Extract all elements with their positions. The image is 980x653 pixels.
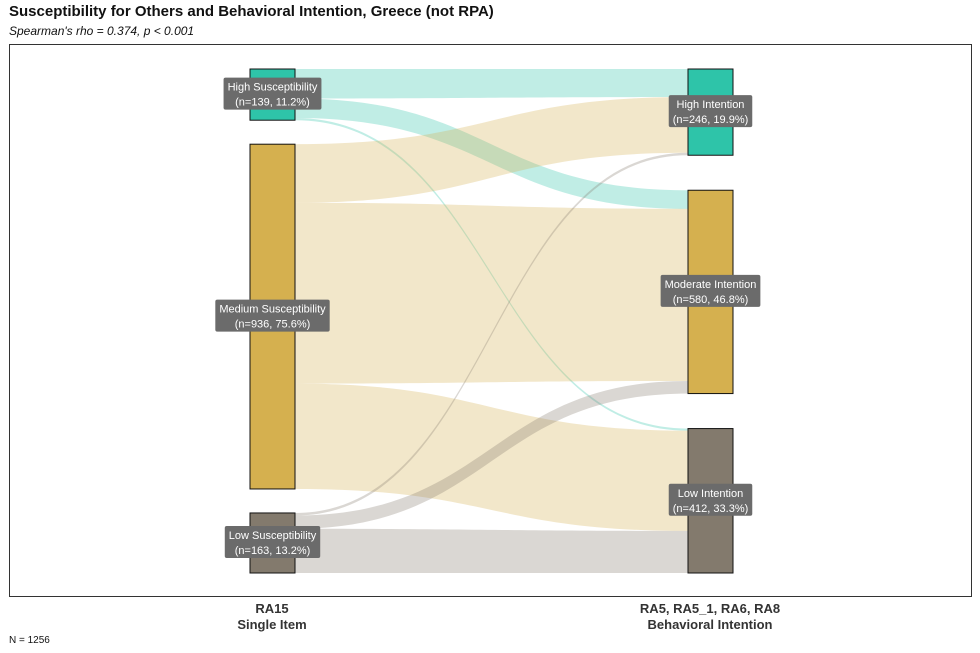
node-label-name: Medium Susceptibility (219, 304, 326, 316)
node-label-count: (n=163, 13.2%) (235, 545, 311, 557)
node-label-bg (668, 95, 753, 128)
flow-group (295, 69, 688, 573)
node-label-name: Low Intention (678, 488, 743, 500)
node-label-li: Low Intention (n=412, 33.3%) (668, 483, 753, 516)
flow-hs-to-hi (295, 69, 688, 99)
left-axis-line1: RA15 (255, 601, 289, 616)
node-label-count: (n=936, 75.6%) (235, 319, 311, 331)
right-axis-line1: RA5, RA5_1, RA6, RA8 (639, 601, 781, 616)
node-label-hi: High Intention (n=246, 19.9%) (668, 95, 753, 128)
left-axis-label: RA15 Single Item (122, 601, 422, 633)
flow-hs-to-li (295, 117, 688, 431)
node-label-mi: Moderate Intention (n=580, 46.8%) (660, 274, 761, 307)
node-label-bg (224, 525, 321, 558)
node-label-name: High Susceptibility (228, 82, 318, 94)
node-label-ms: Medium Susceptibility (n=936, 75.6%) (215, 299, 330, 332)
node-label-bg (660, 274, 761, 307)
node-label-bg (223, 77, 322, 110)
node-label-count: (n=580, 46.8%) (673, 294, 749, 306)
node-label-bg (215, 299, 330, 332)
left-axis-line2: Single Item (237, 617, 307, 632)
node-label-count: (n=412, 33.3%) (673, 503, 749, 515)
flow-ls-to-li (295, 528, 688, 573)
node-label-name: High Intention (677, 99, 745, 111)
node-label-bg (668, 483, 753, 516)
chart-subtitle: Spearman's rho = 0.374, p < 0.001 (9, 24, 195, 38)
sample-size-caption: N = 1256 (9, 635, 50, 646)
flow-ls-to-hi (295, 152, 688, 516)
flow-hs-to-mi (295, 98, 688, 209)
node-label-hs: High Susceptibility (n=139, 11.2%) (223, 77, 322, 110)
flow-ls-to-mi (295, 380, 688, 529)
right-axis-label: RA5, RA5_1, RA6, RA8 Behavioral Intentio… (560, 601, 860, 633)
node-label-ls: Low Susceptibility (n=163, 13.2%) (224, 525, 321, 558)
node-label-count: (n=246, 19.9%) (673, 114, 749, 126)
chart-title: Susceptibility for Others and Behavioral… (9, 3, 494, 20)
flow-ms-to-mi (295, 202, 688, 384)
node-label-name: Moderate Intention (665, 279, 757, 291)
right-axis-line2: Behavioral Intention (647, 617, 773, 632)
node-label-name: Low Susceptibility (229, 530, 317, 542)
flow-ms-to-li (295, 383, 688, 531)
flow-ms-to-hi (295, 97, 688, 203)
plot-frame (9, 44, 972, 597)
node-label-count: (n=139, 11.2%) (235, 97, 310, 109)
